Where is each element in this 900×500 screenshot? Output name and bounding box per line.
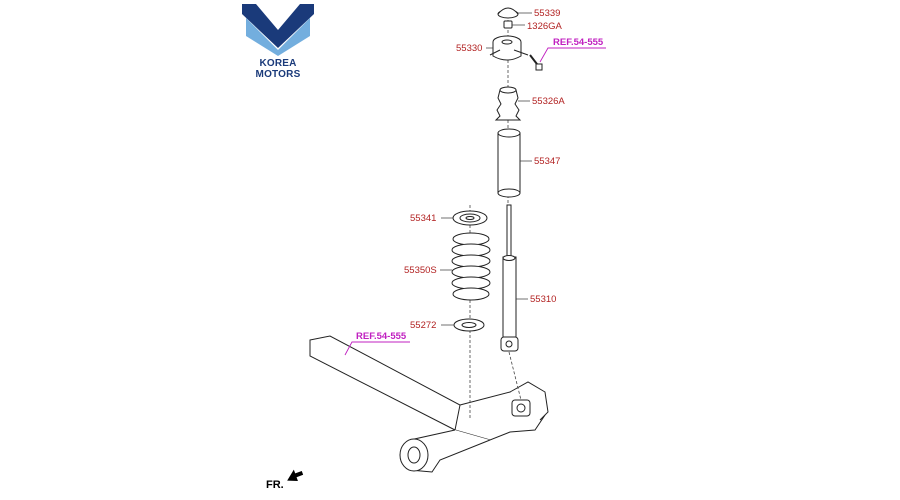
- brand-logo: [242, 4, 314, 56]
- label-55347: 55347: [534, 156, 560, 167]
- brand-name: KOREA MOTORS: [255, 58, 301, 80]
- label-ref-top: REF.54-555: [553, 37, 604, 48]
- part-55350s-coil-spring: [451, 232, 491, 301]
- label-55326a: 55326A: [532, 96, 565, 107]
- label-55310: 55310: [530, 294, 556, 305]
- front-arrow-icon: [287, 469, 304, 481]
- ref-line-bottom: [344, 341, 410, 356]
- label-55330: 55330: [456, 43, 482, 54]
- label-55272: 55272: [410, 320, 436, 331]
- label-ref-bottom: REF.54-555: [356, 331, 407, 342]
- label-55339: 55339: [534, 8, 560, 19]
- part-1326ga-nut: [503, 20, 513, 29]
- rear-axle-beam: [309, 335, 549, 473]
- center-line-shock: [508, 351, 522, 401]
- part-mount-bolt: [529, 54, 543, 71]
- part-55326a-bump-stopper: [494, 86, 522, 121]
- part-55339-cap: [497, 7, 519, 19]
- part-55272-lower-pad: [453, 318, 485, 332]
- ref-line-top: [539, 47, 606, 63]
- part-55347-dust-cover: [497, 128, 521, 198]
- part-55341-upper-pad: [452, 210, 488, 226]
- front-indicator: FR.: [266, 469, 304, 491]
- logo-m-lower: [246, 18, 310, 56]
- logo-m-shape: [242, 4, 314, 48]
- part-55330-mount: [489, 35, 529, 61]
- front-label: FR.: [266, 479, 284, 491]
- label-55341: 55341: [410, 213, 436, 224]
- part-55310-shock-absorber: [500, 204, 519, 352]
- label-55350s: 55350S: [404, 265, 437, 276]
- label-1326ga: 1326GA: [527, 21, 563, 32]
